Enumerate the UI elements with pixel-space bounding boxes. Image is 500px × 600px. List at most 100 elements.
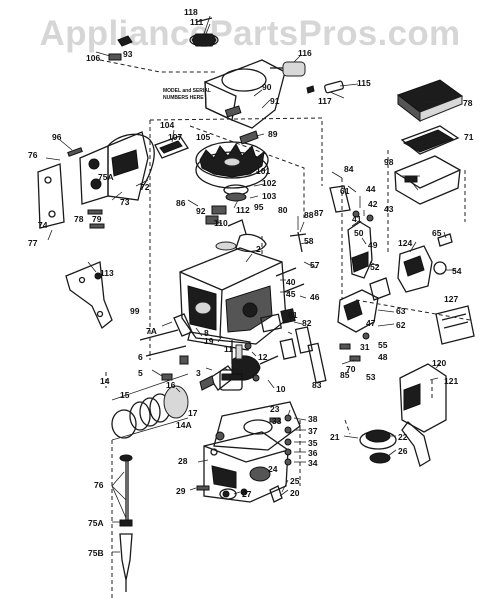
- connecting-rod: [235, 344, 243, 360]
- bolt-part: [161, 373, 173, 381]
- oil-fill-cap: [359, 429, 397, 464]
- gasket-part: [107, 133, 155, 189]
- callout-label: 118: [184, 7, 198, 17]
- callout-label: 106: [86, 53, 100, 63]
- bolt-part: [196, 485, 210, 491]
- callout-label: 25: [290, 476, 300, 486]
- valve-part: [139, 329, 179, 341]
- callout-label: 45: [286, 289, 296, 299]
- callout-label: 76: [94, 480, 104, 490]
- callout-label: 27: [242, 489, 252, 499]
- bolt-part: [67, 147, 83, 157]
- callout-label: 91: [270, 96, 280, 106]
- callout-label: 49: [368, 240, 378, 250]
- rod-part: [283, 283, 305, 293]
- blower-housing: MODEL and SERIAL NUMBERS HERE: [163, 59, 286, 129]
- callout-label: 22: [398, 432, 408, 442]
- bracket-part: [211, 205, 227, 215]
- callout-label: 112: [236, 205, 250, 215]
- callout-label: 96: [52, 132, 62, 142]
- callout-label: 77: [28, 238, 38, 248]
- callout-label: 10: [276, 384, 286, 394]
- callout-label: 70: [346, 364, 356, 374]
- piston-rings: [259, 308, 327, 384]
- callout-label: 120: [432, 358, 446, 368]
- callout-label: 83: [312, 380, 322, 390]
- pin-part: [252, 374, 260, 382]
- callout-label: 107: [168, 132, 182, 142]
- callout-labels: 118 111 106 93 116 115 117 90 91 78 71 8…: [28, 7, 474, 558]
- callout-label: 121: [444, 376, 458, 386]
- callout-label: 127: [444, 294, 458, 304]
- callout-label: 75A: [98, 172, 114, 182]
- callout-label: 14: [100, 376, 110, 386]
- callout-label: 11: [224, 344, 233, 354]
- callout-label: 104: [160, 120, 174, 130]
- callout-label: 88: [304, 210, 314, 220]
- callout-label: 53: [366, 372, 376, 382]
- callout-label: 75B: [88, 548, 104, 558]
- callout-label: 124: [398, 238, 412, 248]
- callout-label: 34: [308, 458, 318, 468]
- callout-label: 75A: [88, 518, 104, 528]
- control-bracket: [65, 261, 113, 330]
- screw-part: [117, 35, 133, 47]
- callout-label: 14A: [176, 420, 192, 430]
- screw-part: [437, 233, 453, 247]
- callout-label: 87: [314, 208, 324, 218]
- callout-label: 19: [204, 336, 214, 346]
- callout-label: 78: [74, 214, 84, 224]
- exhaust-muffler: [399, 363, 447, 467]
- callout-label: 24: [268, 464, 278, 474]
- gear-part: [219, 488, 237, 500]
- piston: [219, 369, 243, 391]
- callout-label: 50: [354, 228, 364, 238]
- callout-label: 82: [302, 318, 312, 328]
- callout-label: 89: [268, 129, 278, 139]
- callout-label: 116: [298, 48, 312, 58]
- muffler-assembly: [37, 131, 149, 229]
- callout-label: 26: [398, 446, 408, 456]
- callout-label: 99: [130, 306, 140, 316]
- callout-label: 46: [310, 292, 320, 302]
- link-part: [329, 185, 351, 213]
- callout-label: 79: [92, 214, 102, 224]
- callout-label: 90: [262, 82, 272, 92]
- gasket-part: [187, 331, 251, 351]
- serial-note-line1: MODEL and SERIAL: [163, 88, 211, 94]
- callout-label: 6: [138, 352, 143, 362]
- callout-label: 92: [196, 206, 206, 216]
- callout-label: 103: [262, 191, 276, 201]
- callout-label: 7A: [146, 326, 157, 336]
- dowel-part: [269, 485, 283, 503]
- screw-part: [87, 209, 103, 215]
- callout-label: 21: [330, 432, 340, 442]
- callout-label: 23: [270, 404, 280, 414]
- callout-label: 48: [378, 352, 388, 362]
- callout-label: 44: [366, 184, 376, 194]
- callout-label: 78: [463, 98, 473, 108]
- callout-label: 47: [366, 318, 376, 328]
- crankcase-cover: [203, 401, 301, 503]
- callout-label: 42: [368, 199, 378, 209]
- callout-label: 2: [256, 244, 261, 254]
- callout-label: 71: [464, 132, 474, 142]
- callout-label: 41: [352, 214, 362, 224]
- callout-label: 101: [256, 166, 270, 176]
- screw-part: [89, 223, 105, 229]
- callout-label: 76: [28, 150, 38, 160]
- flywheel: [195, 141, 269, 189]
- dashed-guides: [99, 59, 471, 600]
- intake-manifold: [337, 289, 379, 362]
- callout-label: 28: [178, 456, 188, 466]
- callout-label: 54: [452, 266, 462, 276]
- fastener-column: [269, 414, 292, 466]
- governor-linkage: [289, 221, 391, 301]
- dipstick-tube: [119, 454, 133, 592]
- callout-label: 36: [308, 448, 318, 458]
- callout-label: 37: [308, 426, 318, 436]
- callout-label: 43: [384, 204, 394, 214]
- ignition-module: [154, 135, 189, 159]
- fuel-filter: [270, 61, 344, 94]
- callout-label: 58: [304, 236, 314, 246]
